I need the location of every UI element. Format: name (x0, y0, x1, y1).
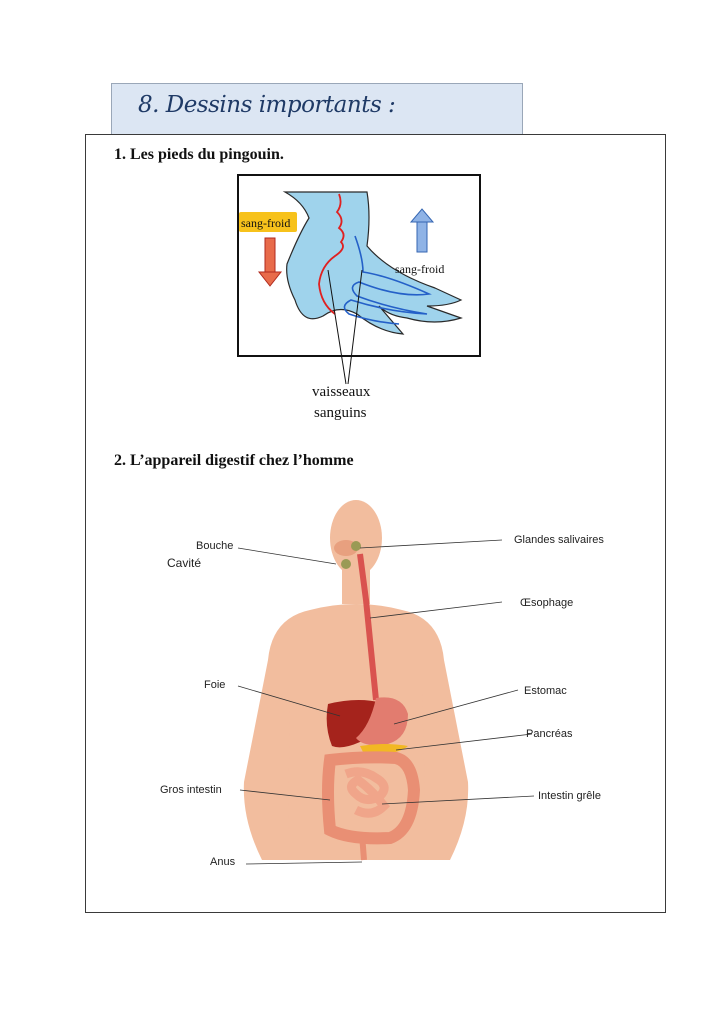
vessels-label-line1: vaisseaux (312, 384, 371, 400)
content-frame (85, 134, 666, 913)
page-title: 8. Dessins importants : (138, 92, 396, 118)
oesophagus-tube (357, 553, 379, 701)
label-gros-intestin: Gros intestin (160, 784, 222, 796)
up-arrow-icon (409, 208, 435, 223)
label-left: sang-froid (241, 216, 290, 230)
title-banner (111, 83, 523, 135)
penguin-foot-figure: sang-froid sang-froid (237, 174, 481, 357)
label-anus: Anus (210, 856, 236, 868)
label-pancreas: Pancréas (526, 728, 573, 740)
up-arrow-shaft (416, 221, 428, 253)
label-glandes-salivaires: Glandes salivaires (514, 534, 604, 546)
salivary-gland-lower (341, 559, 351, 569)
label-bouche: Bouche (196, 540, 234, 552)
label-right: sang-froid (395, 262, 444, 276)
vessel-pointers (327, 270, 363, 385)
liver-shape (326, 700, 386, 748)
large-intestine-shape (322, 751, 421, 845)
small-intestine-shape (344, 767, 390, 818)
label-intestin-grele: Intestin grêle (538, 790, 601, 802)
foot-shape (282, 191, 463, 335)
section-heading-digestive: 2. L’appareil digestif chez l’homme (114, 452, 354, 469)
penguin-foot-drawing: sang-froid sang-froid (239, 191, 463, 335)
red-vessel (318, 193, 345, 315)
blue-vessel (343, 235, 432, 325)
rectum (359, 833, 367, 861)
down-arrow-shaft (264, 237, 276, 273)
label-oesophage: Œsophage (520, 597, 574, 609)
label-left-highlight (239, 212, 297, 232)
label-foie: Foie (204, 679, 226, 691)
vessels-label-line2: sanguins (314, 405, 367, 421)
stomach-shape (356, 697, 408, 746)
down-arrow-icon (257, 271, 283, 287)
body-silhouette (243, 500, 469, 860)
section-heading-penguin: 1. Les pieds du pingouin. (114, 146, 284, 163)
digestive-system-figure (237, 500, 535, 865)
label-cavite: Cavité (167, 556, 202, 570)
leader-lines (237, 539, 535, 865)
label-estomac: Estomac (524, 685, 567, 697)
salivary-gland (351, 541, 361, 551)
